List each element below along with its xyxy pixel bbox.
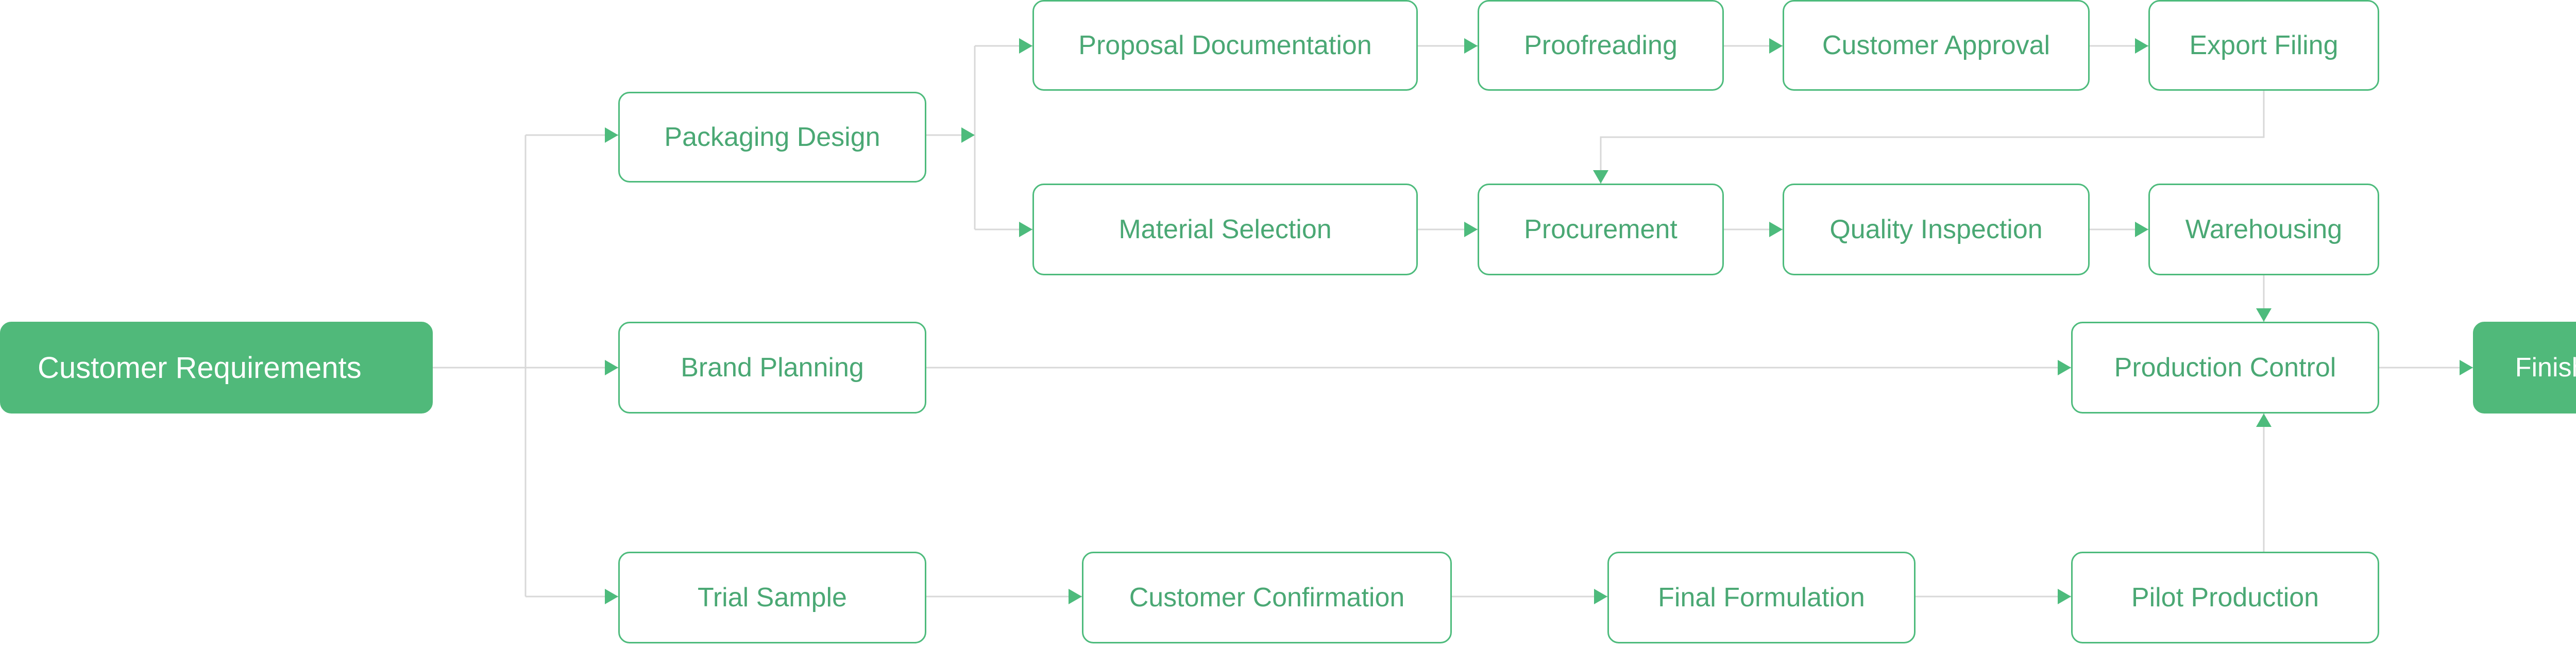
arrow-pilot-to-control [2256,414,2272,427]
connector-start-spine [433,135,527,597]
arrow-to-customer-confirmation [1069,589,1082,604]
node-customer-confirmation[interactable]: Customer Confirmation [1082,552,1452,643]
arrow-to-export-filing [2135,38,2148,54]
node-proofreading[interactable]: Proofreading [1478,0,1724,91]
node-export-filing[interactable]: Export Filing [2148,0,2379,91]
node-customer-approval[interactable]: Customer Approval [1783,0,2090,91]
arrow-to-final-formulation [1594,589,1607,604]
arrow-to-warehousing [2135,222,2148,237]
arrow-to-trial-sample [605,589,618,604]
node-finished[interactable]: Finished [2473,322,2576,414]
arrow-to-finished [2460,360,2473,375]
node-quality-inspection[interactable]: Quality Inspection [1783,184,2090,275]
arrow-to-proofreading [1464,38,1478,54]
connector-export-to-procurement [1600,91,2265,184]
arrow-brand-to-control [2058,360,2071,375]
node-packaging-design[interactable]: Packaging Design [618,92,926,183]
node-final-formulation[interactable]: Final Formulation [1607,552,1916,643]
node-procurement[interactable]: Procurement [1478,184,1724,275]
node-warehousing[interactable]: Warehousing [2148,184,2379,275]
arrow-to-customer-approval [1769,38,1783,54]
node-brand-planning[interactable]: Brand Planning [618,322,926,414]
arrow-to-pilot-production [2058,589,2071,604]
arrow-to-procurement [1464,222,1478,237]
node-production-control[interactable]: Production Control [2071,322,2379,414]
connector-packaging-branch [926,45,1032,230]
arrow-warehousing-to-control [2256,308,2272,322]
arrow-packaging-branch [961,127,975,143]
node-material-selection[interactable]: Material Selection [1032,184,1418,275]
node-proposal-documentation[interactable]: Proposal Documentation [1032,0,1418,91]
arrow-to-proposal-documentation [1019,38,1032,54]
arrow-to-quality-inspection [1769,222,1783,237]
node-customer-requirements[interactable]: Customer Requirements [0,322,433,414]
arrow-to-packaging-design [605,127,618,143]
node-trial-sample[interactable]: Trial Sample [618,552,926,643]
arrow-to-brand-planning [605,360,618,375]
node-pilot-production[interactable]: Pilot Production [2071,552,2379,643]
arrow-to-material-selection [1019,222,1032,237]
arrow-export-to-procurement [1593,170,1608,184]
